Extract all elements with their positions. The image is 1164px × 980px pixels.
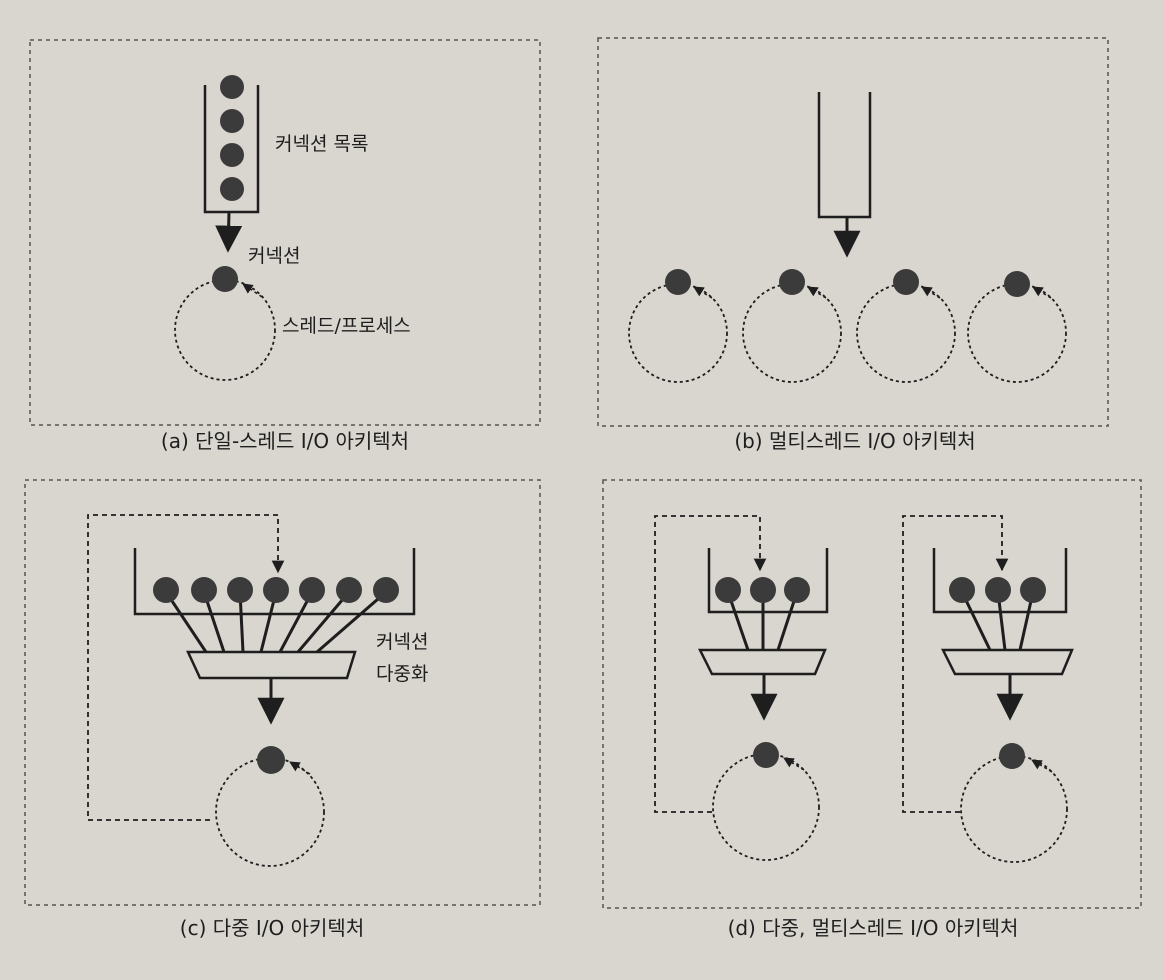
queued-connection <box>220 109 244 133</box>
mux-label-line1: 커넥션 <box>376 631 428 653</box>
thread-connection <box>779 269 805 295</box>
panel-c: 커넥션 다중화 (c) 다중 I/O 아키텍처 <box>24 479 541 940</box>
thread-connection <box>665 269 691 295</box>
active-connection <box>753 742 779 768</box>
connection-label: 커넥션 <box>248 245 300 267</box>
thread-loop <box>960 755 1068 863</box>
queued-connection <box>299 577 325 603</box>
queued-connection <box>949 577 975 603</box>
queued-connection <box>985 577 1011 603</box>
queued-connection <box>715 577 741 603</box>
loop-arrow <box>783 757 805 771</box>
feedback-path <box>902 515 1009 813</box>
thread-loop <box>712 753 820 861</box>
panel-a: 커넥션 목록 커넥션 스레드/프로세스 (a) 단일-스레드 I/O 아키텍처 <box>29 39 541 453</box>
loop-arrow <box>242 283 263 298</box>
active-connection <box>999 743 1025 769</box>
feedback-path <box>654 515 767 813</box>
queued-connection <box>220 177 244 201</box>
connection-tray <box>707 548 829 614</box>
queued-connection <box>336 577 362 603</box>
panel-d-caption: (d) 다중, 멀티스레드 I/O 아키텍처 <box>728 916 1019 940</box>
panel-b-border <box>597 37 1109 427</box>
mux-label-line2: 다중화 <box>376 663 428 685</box>
panel-a-caption: (a) 단일-스레드 I/O 아키텍처 <box>161 429 409 453</box>
panel-a-border <box>29 39 541 426</box>
queued-connection <box>1020 577 1046 603</box>
queued-connection <box>220 75 244 99</box>
active-connection <box>212 266 238 292</box>
queued-connection <box>373 577 399 603</box>
queued-connection <box>263 577 289 603</box>
connection-queue <box>817 92 872 219</box>
panel-b: (b) 멀티스레드 I/O 아키텍처 <box>597 37 1109 453</box>
queued-connection <box>227 577 253 603</box>
feedback-path <box>87 514 285 821</box>
multiplexer <box>186 650 357 680</box>
dispatch-arrow <box>215 211 243 253</box>
panel-d: (d) 다중, 멀티스레드 I/O 아키텍처 <box>602 479 1142 940</box>
thread-connection <box>893 269 919 295</box>
panel-b-caption: (b) 멀티스레드 I/O 아키텍처 <box>734 429 975 453</box>
queued-connection <box>750 577 776 603</box>
queued-connection <box>784 577 810 603</box>
thread-loop <box>742 283 842 383</box>
thread-connection <box>1004 271 1030 297</box>
thread-loop <box>856 283 956 383</box>
panel-c-caption: (c) 다중 I/O 아키텍처 <box>180 916 364 940</box>
panel-d-border <box>602 479 1142 909</box>
loop-arrow <box>289 761 311 775</box>
thread-loop <box>628 283 728 383</box>
queued-connection <box>191 577 217 603</box>
multiplexer <box>940 648 1074 676</box>
panel-c-border <box>24 479 541 906</box>
thread-label: 스레드/프로세스 <box>282 315 411 337</box>
active-connection <box>257 746 285 774</box>
loop-arrow <box>1031 759 1053 773</box>
thread-loop <box>215 757 325 867</box>
queued-connection <box>153 577 179 603</box>
multiplexer <box>697 648 827 676</box>
thread-loop <box>967 283 1067 383</box>
queue-label: 커넥션 목록 <box>275 133 368 155</box>
queued-connection <box>220 143 244 167</box>
connection-tray <box>133 548 416 616</box>
connection-queue <box>203 85 260 214</box>
